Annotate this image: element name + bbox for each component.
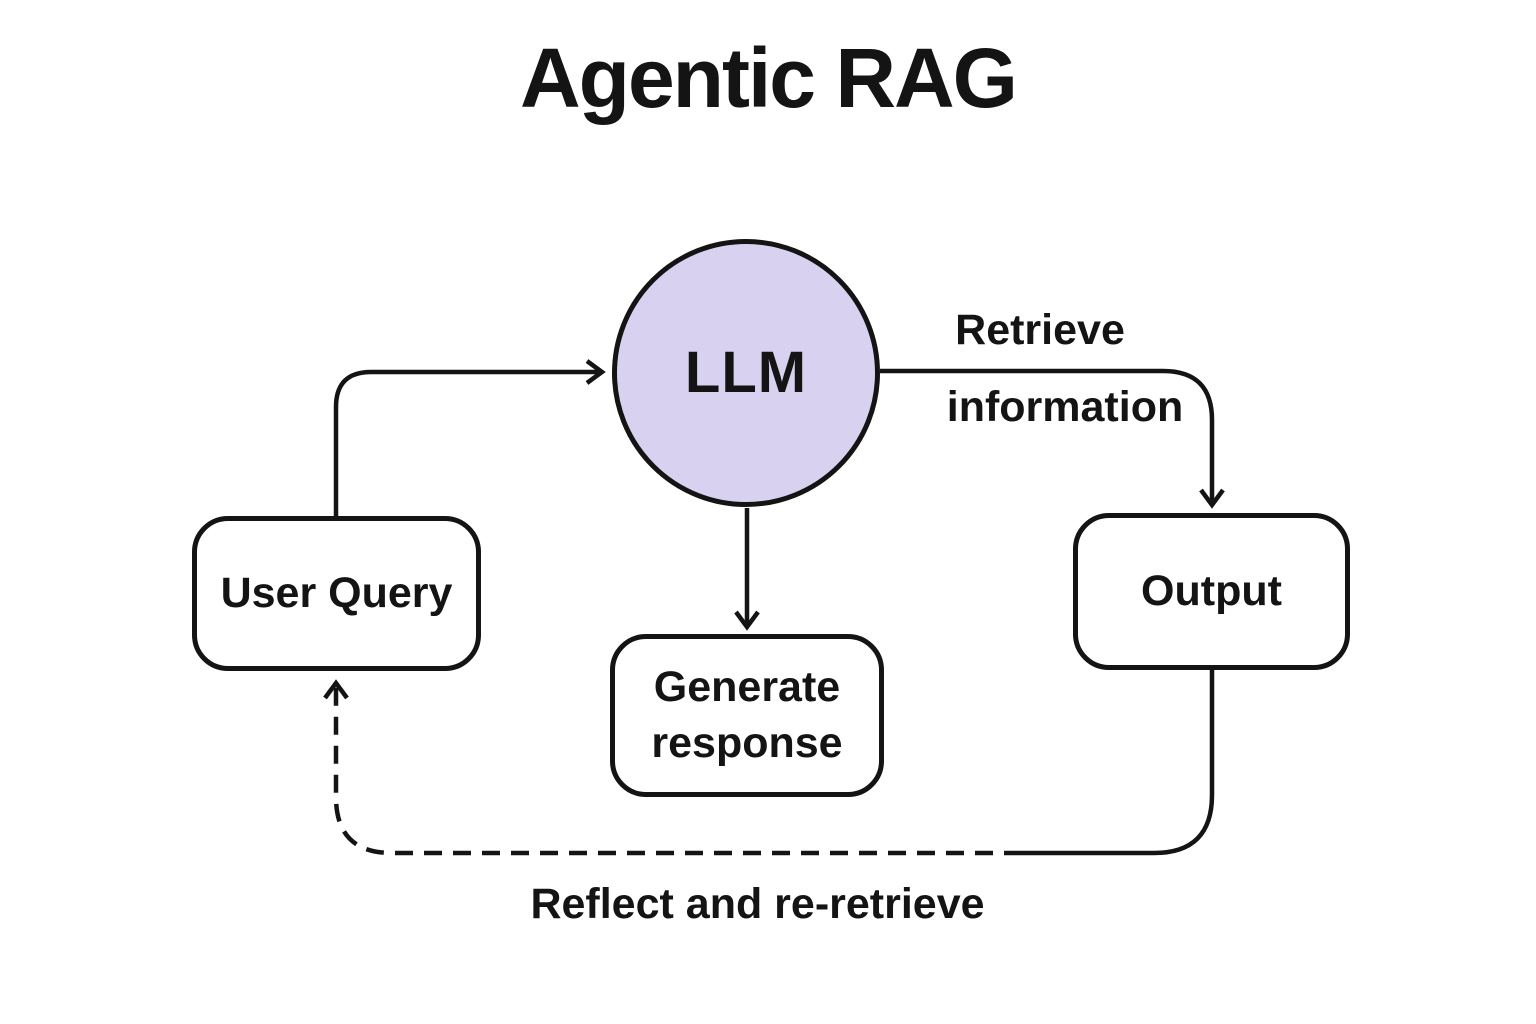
node-user-query: User Query: [192, 516, 481, 671]
edge-label-information: information: [946, 383, 1184, 431]
diagram-title: Agentic RAG: [519, 31, 1018, 125]
edge-label-retrieve: Retrieve: [955, 306, 1125, 354]
edge-llm-to-output: [880, 368, 1225, 509]
edge-label-reflect-and-re-retrieve: Reflect and re-retrieve: [530, 880, 985, 928]
node-llm-label: LLM: [684, 340, 808, 406]
node-generate-response: Generate response: [610, 634, 884, 797]
edge-output-to-loop-solid: [1022, 670, 1215, 856]
node-output: Output: [1073, 513, 1350, 670]
edge-loop-to-user-query-dashed: [323, 679, 1022, 856]
edge-user-query-to-llm: [333, 359, 606, 521]
node-output-label: Output: [1141, 566, 1282, 615]
node-llm: LLM: [612, 239, 880, 507]
node-generate-response-label: Generate response: [651, 662, 843, 767]
node-user-query-label: User Query: [220, 568, 453, 617]
